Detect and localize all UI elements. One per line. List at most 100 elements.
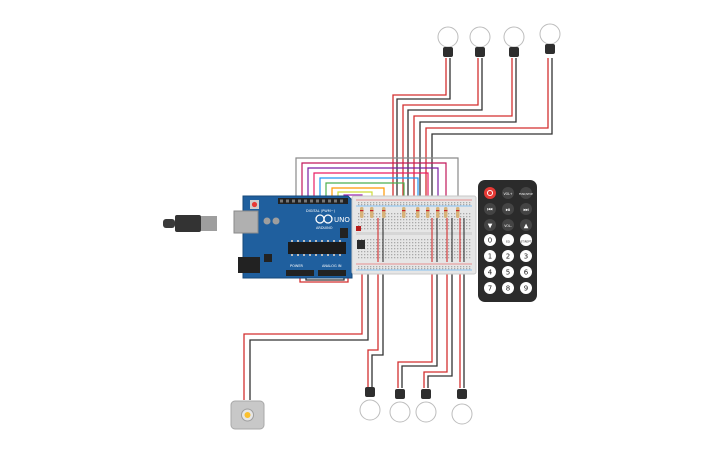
key-3[interactable] <box>520 250 532 262</box>
key-eq[interactable] <box>502 234 514 246</box>
capacitor-2 <box>272 217 280 225</box>
wire-lamp6-black <box>401 262 438 388</box>
arduino-dc-jack <box>238 257 260 273</box>
bulb-icon <box>415 401 437 423</box>
indicator-led <box>356 226 361 231</box>
key-7[interactable] <box>484 282 496 294</box>
key-vol-down-label: VOL- <box>504 224 512 228</box>
key-up[interactable] <box>520 219 532 231</box>
key-down[interactable] <box>484 219 496 231</box>
wires-signal <box>295 157 459 207</box>
key-9[interactable] <box>520 282 532 294</box>
wire-lamp1-black <box>396 58 451 207</box>
power-header <box>286 270 314 276</box>
wire-signal-4 <box>313 172 429 207</box>
lamp-bottom-2[interactable] <box>389 389 411 423</box>
key-5[interactable] <box>502 266 514 278</box>
key-0-label: 0 <box>488 237 492 245</box>
key-0[interactable] <box>484 234 496 246</box>
atmega-chip <box>288 242 346 254</box>
lamp-top-3[interactable] <box>503 26 525 57</box>
key-play[interactable] <box>502 203 514 215</box>
wire-lamp6-red <box>397 262 433 388</box>
wire-signal-6 <box>325 182 405 207</box>
brand-label: ARDUINO <box>316 226 333 230</box>
resistor-2 <box>370 207 374 218</box>
voltage-regulator <box>264 254 272 262</box>
key-8[interactable] <box>502 282 514 294</box>
lamp-socket <box>395 389 405 399</box>
key-3-label: 3 <box>524 253 528 261</box>
bulb-icon <box>539 23 561 45</box>
lamp-top-2[interactable] <box>469 26 491 57</box>
motor-shaft <box>244 412 251 418</box>
lamp-bottom-3[interactable] <box>415 389 437 423</box>
key-func-stop[interactable] <box>520 187 532 199</box>
resistor-9 <box>456 207 460 218</box>
key-st-rept-label: ST/REPT <box>521 240 532 244</box>
prev-icon: ⏮ <box>487 207 493 214</box>
wire-signal-5 <box>319 177 419 207</box>
bulb-icon <box>389 401 411 423</box>
key-7-label: 7 <box>488 285 492 293</box>
bulb-icon <box>359 399 381 421</box>
power-key[interactable] <box>484 187 496 199</box>
arduino-uno[interactable]: DIGITAL (PWM~) UNO ARDUINO PO <box>233 195 353 279</box>
play-pause-icon: ⏯ <box>506 207 511 214</box>
resistor-6 <box>426 207 430 218</box>
wire-lamp2-black <box>407 58 483 207</box>
key-prev[interactable] <box>484 203 496 215</box>
lamp-top-1[interactable] <box>437 26 459 57</box>
lamp-socket <box>365 387 375 397</box>
icsp-header <box>340 228 348 238</box>
wires-top-lamps <box>392 58 553 207</box>
lamp-bottom-4[interactable] <box>451 389 473 425</box>
key-1[interactable] <box>484 250 496 262</box>
key-func-stop-label: FUNC/STOP <box>519 193 533 196</box>
power-icon <box>486 189 494 197</box>
wire-lamp7-red <box>423 262 448 388</box>
key-6-label: 6 <box>524 269 529 277</box>
resistor-5 <box>416 207 420 218</box>
resistor-8 <box>444 207 448 218</box>
key-vol-up[interactable] <box>502 187 514 199</box>
dc-motor[interactable] <box>230 400 265 430</box>
key-2-label: 2 <box>506 253 510 261</box>
arduino-logo-icon <box>315 214 333 224</box>
lamp-socket <box>457 389 467 399</box>
ir-receiver <box>357 240 365 249</box>
resistor-1 <box>360 207 364 218</box>
board-label: UNO <box>334 216 350 224</box>
key-next[interactable] <box>520 203 532 215</box>
resistor-3 <box>382 207 386 218</box>
arrow-down-icon: ▼ <box>488 223 493 230</box>
lamp-socket <box>421 389 431 399</box>
breadboard-jumpers <box>377 218 465 262</box>
resistor-7 <box>436 207 440 218</box>
resistor-4 <box>402 207 406 218</box>
digital-header-pins <box>280 199 343 203</box>
key-4[interactable] <box>484 266 496 278</box>
bulb-icon <box>469 26 491 48</box>
wire-lamp7-black <box>427 262 453 388</box>
resistors <box>360 207 460 218</box>
key-2[interactable] <box>502 250 514 262</box>
lamp-bottom-1[interactable] <box>359 387 381 421</box>
key-4-label: 4 <box>488 269 493 277</box>
arrow-up-icon: ▲ <box>524 223 529 230</box>
lamp-socket <box>545 44 555 54</box>
key-6[interactable] <box>520 266 532 278</box>
key-st-rept[interactable] <box>520 234 532 246</box>
wires-bottom-lamps <box>367 262 465 388</box>
lamp-top-4[interactable] <box>539 23 561 54</box>
arduino-usb-port <box>233 210 259 234</box>
digital-label: DIGITAL (PWM~) <box>306 209 336 213</box>
breadboard-center-channel <box>356 232 472 235</box>
bulb-icon <box>437 26 459 48</box>
wire-lamp3-black <box>419 58 517 207</box>
usb-cable-body <box>163 219 175 228</box>
wire-lamp2-red <box>402 58 479 207</box>
key-5-label: 5 <box>506 269 510 277</box>
key-vol-down[interactable] <box>502 219 514 231</box>
